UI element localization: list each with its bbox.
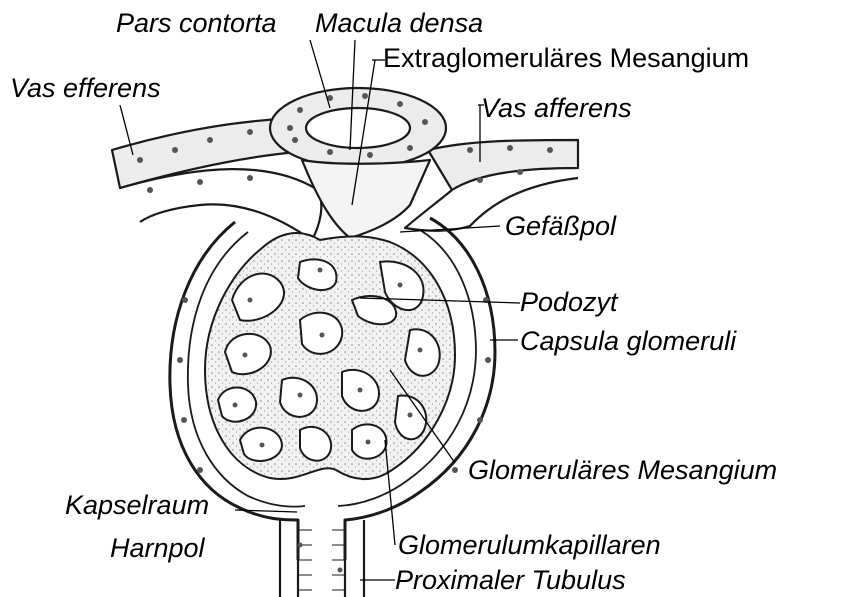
pars-contorta-tubule	[270, 88, 446, 168]
label-capsula-glomeruli: Capsula glomeruli	[520, 328, 736, 355]
label-podozyt: Podozyt	[520, 289, 618, 316]
label-proximaler-tubulus: Proximaler Tubulus	[395, 567, 626, 594]
label-pars-contorta: Pars contorta	[116, 10, 277, 37]
proximaler-tubulus	[280, 520, 364, 597]
label-kapselraum: Kapselraum	[65, 492, 209, 519]
label-harnpol: Harnpol	[110, 535, 205, 562]
label-glomerulumkapillaren: Glomerulumkapillaren	[398, 532, 661, 559]
label-glomerulaeres-mesangium: Glomeruläres Mesangium	[468, 457, 777, 484]
label-vas-efferens: Vas efferens	[10, 75, 161, 102]
label-macula-densa: Macula densa	[315, 10, 483, 37]
extraglomerular-mesangium-region	[302, 160, 430, 238]
label-vas-afferens: Vas afferens	[481, 95, 632, 122]
label-extraglomerulaeres-mesangium: Extraglomeruläres Mesangium	[383, 45, 749, 72]
label-gefaesspol: Gefäßpol	[505, 213, 616, 240]
